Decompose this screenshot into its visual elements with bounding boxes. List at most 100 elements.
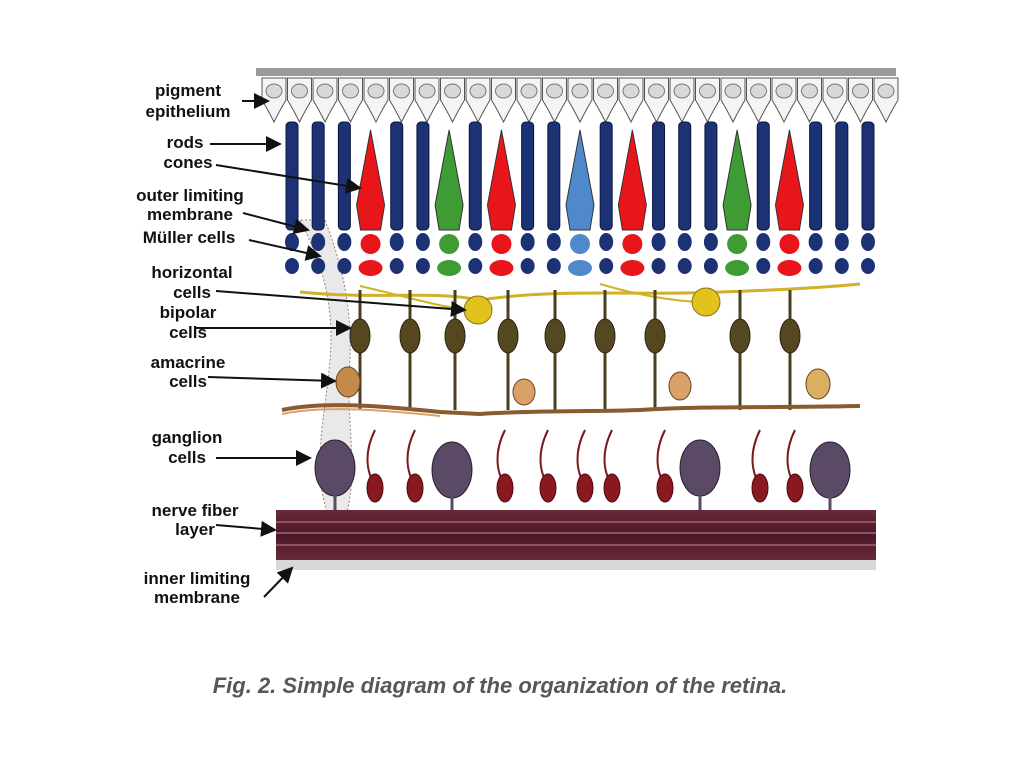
rod-cell [311, 121, 325, 231]
bipolar-cell [349, 318, 371, 354]
bipolar-cell [779, 318, 801, 354]
cone-nucleus [570, 234, 590, 254]
rod-cell [809, 121, 823, 231]
cone-nucleus [360, 234, 381, 254]
rod-cell [547, 121, 561, 231]
pigment-nucleus [673, 83, 691, 99]
bipolar-cell [729, 318, 751, 354]
rod-cell [652, 121, 666, 231]
bipolar-cells [349, 290, 801, 410]
rod-cell [678, 121, 692, 231]
labels: pigment epithelium rods cones outer limi… [136, 81, 250, 607]
rod-cell [756, 121, 770, 231]
bipolar-cell [594, 318, 616, 354]
label-horizontal-cells-1: horizontal [151, 263, 232, 282]
small-ganglion-cell [603, 473, 621, 503]
label-cones: cones [163, 153, 212, 172]
rod-nucleus [520, 233, 535, 251]
rod-cell [390, 121, 404, 231]
cone-pedicle [725, 260, 750, 276]
rod-cell [468, 121, 482, 231]
pigment-nucleus [801, 83, 818, 99]
rod-nucleus [546, 233, 561, 251]
pigment-nucleus [775, 83, 793, 99]
rod-terminal [834, 258, 849, 274]
rod-nucleus [834, 233, 849, 251]
cone-pedicle [358, 260, 383, 276]
cone-cell [434, 129, 464, 231]
small-ganglion-cell [751, 473, 769, 503]
cone-nucleus [779, 234, 800, 254]
pigment-nucleus [520, 83, 538, 99]
small-ganglion-cell [786, 473, 804, 503]
bipolar-cell [544, 318, 566, 354]
rod-nucleus [285, 233, 299, 251]
rod-terminal [756, 258, 771, 274]
rod-nucleus [599, 233, 614, 251]
label-arrows [196, 93, 467, 598]
rod-nucleus [756, 233, 771, 251]
rod-nucleus [311, 233, 326, 251]
nerve-fiber-layer [276, 510, 876, 570]
pigment-nucleus [469, 83, 487, 99]
small-ganglion-cell [656, 473, 674, 503]
small-ganglion-cell [366, 473, 384, 503]
pigment-nucleus [622, 83, 640, 99]
rod-terminal [389, 258, 404, 274]
rod-nucleus [389, 233, 404, 251]
rod-nucleus [337, 233, 352, 251]
pigment-nucleus [877, 83, 895, 99]
bipolar-cell [444, 318, 466, 354]
cone-nucleus [727, 234, 748, 254]
bipolar-cell [399, 318, 421, 354]
rod-cell [704, 121, 718, 231]
cone-pedicle [568, 260, 592, 276]
pigment-nucleus [393, 83, 410, 99]
rod-cell [861, 121, 875, 231]
pigment-nucleus [699, 83, 716, 99]
cone-nucleus [622, 234, 643, 254]
cone-cell [486, 129, 516, 231]
rod-nucleus [703, 233, 718, 251]
pigment-nucleus [826, 83, 844, 99]
label-ganglion-cells-2: cells [168, 448, 206, 467]
pigment-epithelium-layer [256, 68, 899, 124]
label-horizontal-cells-2: cells [173, 283, 211, 302]
label-inner-limiting-membrane-2: membrane [154, 588, 240, 607]
rod-terminal [703, 258, 718, 274]
cone-cell [774, 129, 804, 231]
pigment-nucleus [291, 83, 308, 99]
rod-cell [416, 121, 430, 231]
rod-terminal [651, 258, 666, 274]
ganglion-cell [314, 439, 356, 497]
ganglion-cell [679, 439, 721, 497]
ganglion-cells [314, 429, 851, 512]
rod-nucleus [861, 233, 875, 251]
pigment-nucleus [750, 83, 767, 99]
pigment-nucleus [546, 83, 563, 99]
rod-cell [599, 121, 613, 231]
pigment-nucleus [495, 83, 512, 99]
label-amacrine-cells-1: amacrine [151, 353, 226, 372]
bipolar-cell [497, 318, 519, 354]
pigment-nucleus [316, 83, 334, 99]
pigment-nucleus [597, 83, 614, 99]
rod-terminal [808, 258, 823, 274]
ganglion-cell [809, 441, 851, 499]
rod-terminal [415, 258, 430, 274]
label-muller-cells: Müller cells [143, 228, 236, 247]
ganglion-cell [431, 441, 473, 499]
label-outer-limiting-membrane-1: outer limiting [136, 186, 244, 205]
label-outer-limiting-membrane-2: membrane [147, 205, 233, 224]
label-bipolar-cells-2: cells [169, 323, 207, 342]
photoreceptor-layer [285, 121, 875, 276]
rod-terminal [546, 258, 561, 274]
rod-terminal [337, 258, 352, 274]
rod-cell [835, 121, 849, 231]
label-nerve-fiber-layer-2: layer [175, 520, 215, 539]
rod-cell [337, 121, 351, 231]
pigment-nucleus [724, 83, 742, 99]
pigment-nucleus [444, 83, 461, 99]
label-inner-limiting-membrane-1: inner limiting [144, 569, 251, 588]
cone-cell [565, 129, 595, 231]
